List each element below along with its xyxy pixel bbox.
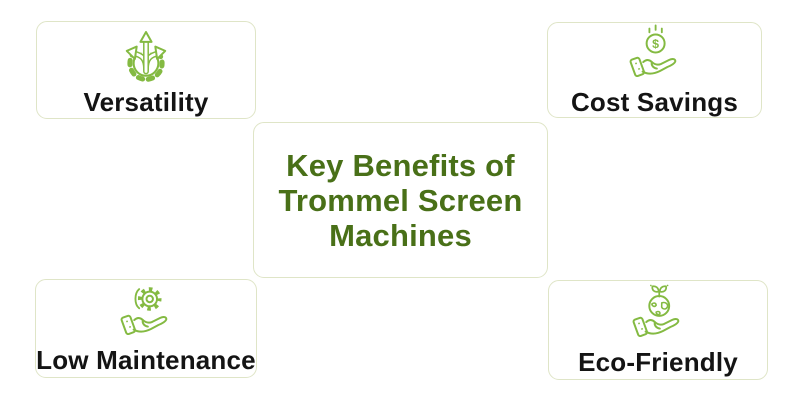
open-hand xyxy=(120,314,168,336)
benefit-label: Low Maintenance xyxy=(36,345,256,375)
title-line-1: Key Benefits of xyxy=(286,147,515,183)
hand-globe-sprout-icon xyxy=(632,284,680,337)
benefit-label: Versatility xyxy=(83,86,209,117)
title-line-2: Trommel Screen xyxy=(278,182,523,218)
benefit-label: Eco-Friendly xyxy=(578,346,738,377)
title-line-3: Machines xyxy=(329,217,472,253)
benefit-card-versatility: Versatility xyxy=(36,21,256,119)
svg-text:$: $ xyxy=(652,37,659,51)
open-hand xyxy=(632,316,680,337)
gear-arrows-icon xyxy=(125,30,167,82)
benefit-label: Cost Savings xyxy=(570,86,739,117)
page-title: Key Benefits of Trommel Screen Machines xyxy=(278,148,522,253)
hand-coin-dollar-icon: $ xyxy=(629,24,676,77)
benefit-card-eco-friendly: Eco-Friendly xyxy=(548,280,768,380)
benefit-card-low-maintenance: Low Maintenance xyxy=(35,279,257,378)
open-hand xyxy=(629,56,676,77)
benefit-card-cost-savings: $ Cost Savings xyxy=(547,22,762,118)
center-title-card: Key Benefits of Trommel Screen Machines xyxy=(253,122,548,278)
hand-gear-icon xyxy=(120,287,168,336)
